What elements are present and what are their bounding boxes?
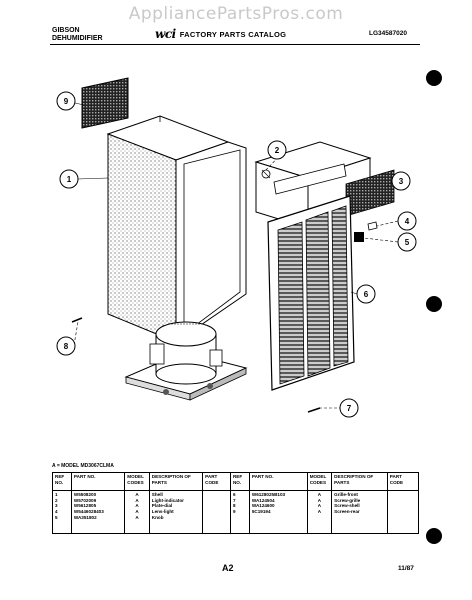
header-rule (50, 44, 420, 46)
svg-text:2: 2 (275, 146, 280, 155)
page-number: A2 (222, 563, 234, 573)
rear-screen (81, 77, 129, 129)
exploded-parts-diagram: 9 1 2 3 4 5 6 8 7 (56, 77, 417, 418)
svg-text:1: 1 (67, 175, 72, 184)
watermark: AppliancePartsPros.com (128, 4, 344, 24)
base-compressor (124, 321, 248, 401)
header-model-codes: MODEL CODES (124, 472, 150, 491)
front-grille (267, 195, 355, 391)
callout-6: 6 (356, 284, 376, 304)
page-date: 11/87 (398, 565, 414, 572)
binder-hole-icon (426, 528, 442, 544)
header-description: DESCRIPTION OF PARTS (148, 472, 204, 491)
header-model-codes: MODEL CODES (306, 472, 333, 491)
svg-text:6: 6 (364, 290, 369, 299)
header-part-code: PART CODE (386, 472, 420, 491)
svg-text:8: 8 (64, 342, 69, 351)
callout-8: 8 (56, 336, 76, 356)
part-codes-left (202, 490, 231, 534)
callout-4: 4 (397, 211, 417, 231)
shell-cabinet (106, 115, 247, 343)
header-part-no: PART NO. (248, 472, 308, 491)
screws (71, 317, 321, 413)
catalog-title-block: wci FACTORY PARTS CATALOG (155, 27, 286, 41)
svg-text:7: 7 (347, 404, 352, 413)
callout-3: 3 (391, 171, 411, 191)
model-line: A = MODEL MD3067CLMA (52, 463, 114, 469)
lens-and-knob (354, 221, 378, 242)
parts-table-header: REF NO. PART NO. MODEL CODES DESCRIPTION… (52, 472, 420, 491)
svg-text:9: 9 (64, 97, 69, 106)
parts-table: REF NO. PART NO. MODEL CODES DESCRIPTION… (52, 472, 420, 534)
header-part-code: PART CODE (202, 472, 231, 491)
callout-9: 9 (56, 91, 76, 111)
header-description: DESCRIPTION OF PARTS (331, 472, 388, 491)
binder-hole-icon (426, 70, 442, 86)
callout-5: 5 (397, 232, 417, 252)
leader-lines (73, 102, 399, 409)
header-part-no: PART NO. (70, 472, 126, 491)
brand-name: GIBSON (52, 27, 80, 34)
product-name: DEHUMIDIFIER (52, 35, 103, 42)
header-ref-no: REF NO. (229, 472, 250, 491)
binder-hole-icon (426, 296, 442, 312)
wci-logo: wci (155, 27, 176, 41)
callout-1: 1 (59, 169, 79, 189)
header-ref-no: REF NO. (52, 472, 72, 491)
svg-text:5: 5 (405, 238, 410, 247)
part-codes-right (386, 490, 420, 534)
svg-text:3: 3 (399, 177, 404, 186)
callout-2: 2 (267, 140, 287, 160)
catalog-number: LG34587020 (369, 30, 407, 37)
callout-7: 7 (339, 398, 359, 418)
svg-text:4: 4 (405, 217, 410, 226)
catalog-title: FACTORY PARTS CATALOG (179, 29, 287, 39)
brand-block: GIBSON DEHUMIDIFIER (52, 27, 103, 43)
